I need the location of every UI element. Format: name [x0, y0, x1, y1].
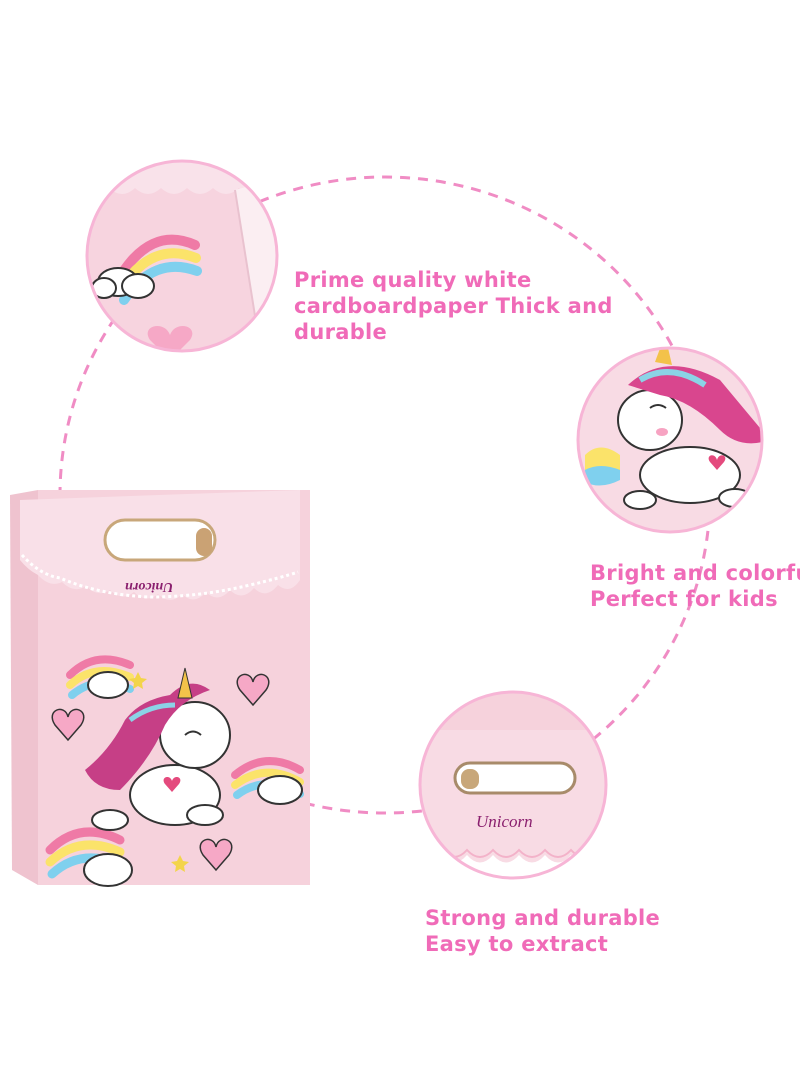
bag-label: Unicorn [125, 579, 174, 594]
callout-handle-label: Unicorn [476, 812, 533, 831]
cloud-icon [91, 267, 155, 299]
rainbow-cloud-icon [45, 827, 133, 887]
caption-line: Bright and colorfu [590, 561, 800, 585]
rainbow-cloud-icon [231, 757, 304, 805]
caption-line: Prime quality white [294, 268, 532, 292]
caption-line: Perfect for kids [590, 587, 778, 611]
caption-colorful: Bright and colorfu Perfect for kids [590, 560, 800, 612]
unicorn-illustration [85, 667, 231, 831]
caption-strong: Strong and durable Easy to extract [425, 905, 660, 957]
caption-line: durable [294, 320, 388, 344]
caption-paper-quality: Prime quality white cardboardpaper Thick… [294, 267, 613, 345]
caption-line: cardboardpaper Thick and [294, 294, 613, 318]
rainbow-cloud-icon [66, 655, 134, 699]
caption-line: Strong and durable [425, 906, 661, 930]
caption-line: Easy to extract [425, 932, 609, 956]
